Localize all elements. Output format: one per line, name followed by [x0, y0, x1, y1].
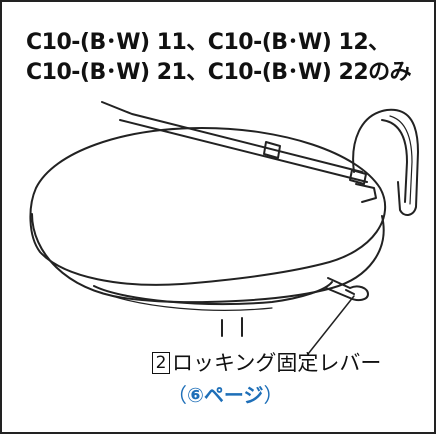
backrest-frame-strip	[389, 115, 413, 205]
seat-base-shadow	[99, 291, 273, 311]
seat-cushion-top	[29, 127, 386, 286]
page-ref-close-paren: ）	[263, 383, 284, 407]
model-header-line-2: C10-(B･W) 21、C10-(B･W) 22のみ	[26, 60, 412, 85]
armrest-clip-left	[263, 141, 281, 159]
backrest-frame	[352, 108, 419, 216]
callout-number-box: 2	[152, 352, 170, 374]
model-header-line-1: C10-(B･W) 11、C10-(B･W) 12、	[26, 30, 390, 55]
locking-lever	[325, 277, 369, 302]
leader-line	[307, 295, 355, 355]
locking-lever-tip	[345, 289, 355, 295]
armrest-bar-upper	[101, 101, 363, 173]
seat-base	[93, 281, 333, 306]
model-header: C10-(B･W) 11、C10-(B･W) 12、 C10-(B･W) 21、…	[26, 28, 426, 88]
page-ref-open-paren: （	[167, 383, 187, 407]
seat-cushion-edge	[31, 213, 385, 304]
bar-connector	[355, 183, 377, 203]
callout-text: ロッキング固定レバー	[172, 351, 382, 375]
page-ref-text: ⑥ページ	[187, 383, 264, 407]
page-reference-link[interactable]: （⑥ページ）	[167, 381, 284, 409]
armrest-clip-right	[349, 169, 367, 185]
backrest-frame-inner	[381, 119, 408, 203]
